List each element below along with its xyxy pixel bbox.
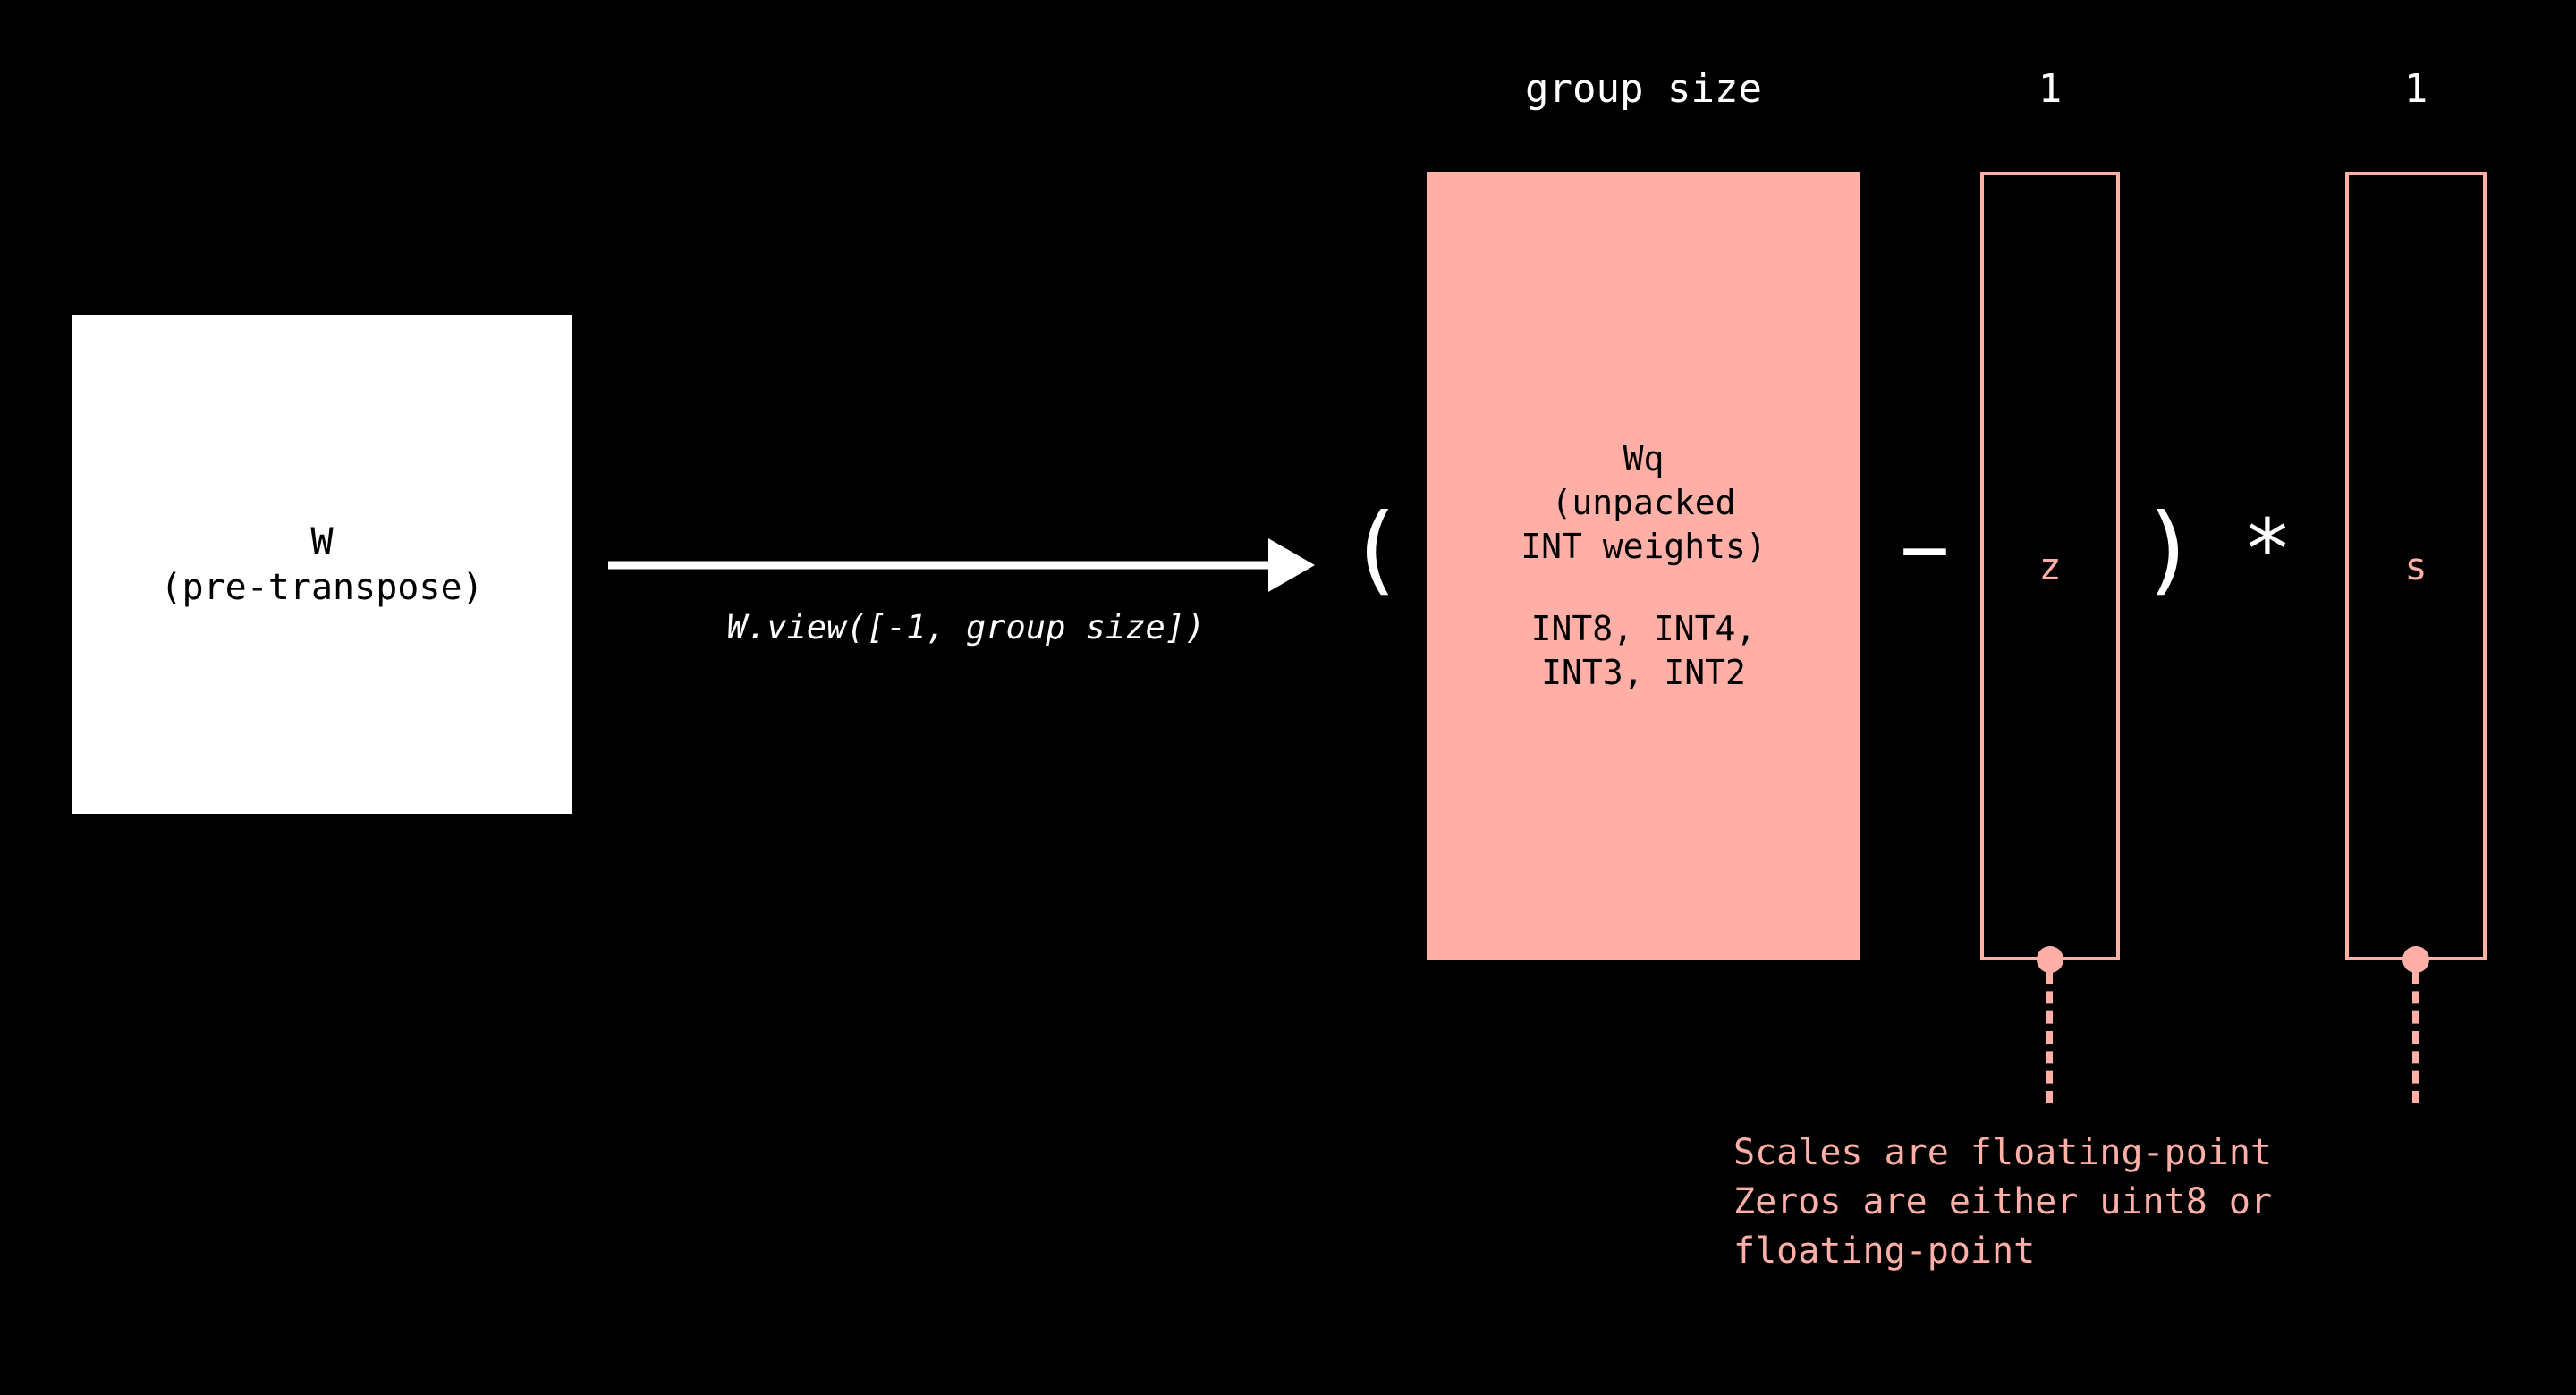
zero-point-leader-line: [2046, 971, 2053, 1103]
column-header-zero-width: 1: [2038, 66, 2063, 112]
footnote-line-3: floating-point: [1733, 1230, 2036, 1272]
reshape-expression-label: W.view([-1, group size]): [726, 608, 1206, 647]
quantized-weight-dtypes-line2: INT3, INT2: [1541, 652, 1746, 692]
minus-operator: −: [1900, 502, 1950, 597]
quantized-weight-subtitle-line2: INT weights): [1521, 526, 1767, 566]
dtype-footnote: Scales are floating-point Zeros are eith…: [1733, 1129, 2538, 1277]
zero-point-anchor-dot: [2037, 946, 2063, 973]
quantized-weight-block: Wq (unpacked INT weights) INT8, INT4, IN…: [1427, 172, 1860, 960]
zero-point-column: z: [1980, 172, 2120, 960]
scale-leader-line: [2412, 971, 2419, 1103]
multiply-operator: *: [2242, 502, 2292, 597]
scale-label: s: [2404, 544, 2428, 588]
scale-column: s: [2345, 172, 2487, 960]
footnote-line-1: Scales are floating-point: [1733, 1132, 2273, 1173]
quantized-weight-title: Wq: [1623, 439, 1665, 479]
zero-point-label: z: [2038, 544, 2062, 588]
source-weight-subtitle: (pre-transpose): [160, 567, 484, 609]
source-weight-title: W: [310, 519, 334, 563]
quantized-weight-dtypes-line1: INT8, INT4,: [1530, 609, 1757, 649]
footnote-line-2: Zeros are either uint8 or: [1733, 1181, 2273, 1223]
source-weight-block: W (pre-transpose): [72, 315, 572, 814]
column-header-group-size: group size: [1525, 66, 1762, 112]
right-arrow-icon: [608, 538, 1315, 592]
close-paren-operator: ): [2140, 494, 2199, 605]
scale-anchor-dot: [2402, 946, 2429, 973]
quantized-weight-subtitle-line1: (unpacked: [1551, 483, 1736, 523]
column-header-scale-width: 1: [2403, 66, 2428, 112]
open-paren-operator: (: [1346, 494, 1405, 605]
reshape-arrow: [608, 528, 1315, 603]
